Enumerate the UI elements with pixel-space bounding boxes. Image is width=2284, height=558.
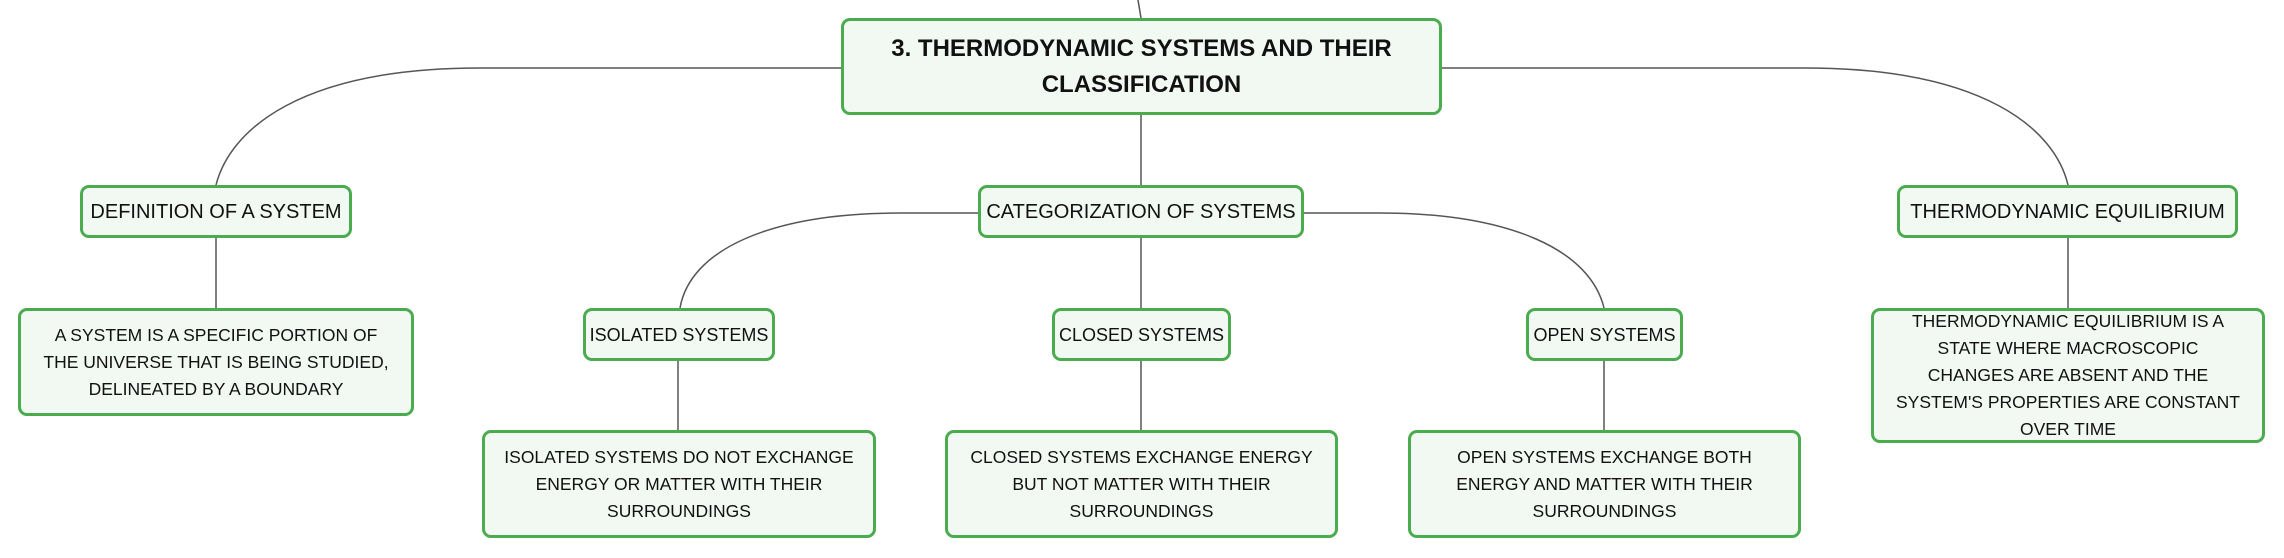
- definition-detail-node[interactable]: A SYSTEM IS A SPECIFIC PORTION OF THE UN…: [18, 308, 414, 416]
- sub-open-label: OPEN SYSTEMS: [1533, 324, 1676, 345]
- open-detail-node[interactable]: OPEN SYSTEMS EXCHANGE BOTH ENERGY AND MA…: [1408, 430, 1801, 538]
- closed-detail-node[interactable]: CLOSED SYSTEMS EXCHANGE ENERGY BUT NOT M…: [945, 430, 1338, 538]
- sub-closed-label: CLOSED SYSTEMS: [1058, 324, 1225, 345]
- connector-root-to-definition: [215, 67, 845, 186]
- branch-definition-node[interactable]: DEFINITION OF A SYSTEM: [80, 185, 352, 238]
- connector-categorization-to-isolated: [679, 212, 980, 309]
- root-topic-label: 3. THERMODYNAMIC SYSTEMS AND THEIR CLASS…: [891, 34, 1392, 98]
- sub-isolated-node[interactable]: ISOLATED SYSTEMS: [583, 308, 775, 361]
- equilibrium-detail-text: THERMODYNAMIC EQUILIBRIUM IS A STATE WHE…: [1895, 311, 2240, 439]
- equilibrium-detail-node[interactable]: THERMODYNAMIC EQUILIBRIUM IS A STATE WHE…: [1871, 308, 2265, 443]
- branch-definition-label: DEFINITION OF A SYSTEM: [90, 200, 342, 223]
- branch-categorization-label: CATEGORIZATION OF SYSTEMS: [986, 200, 1296, 223]
- connector-parent-to-root: [1137, 0, 1142, 19]
- connector-root-to-equilibrium: [1440, 67, 2069, 186]
- open-detail-text: OPEN SYSTEMS EXCHANGE BOTH ENERGY AND MA…: [1456, 446, 1753, 521]
- closed-detail-text: CLOSED SYSTEMS EXCHANGE ENERGY BUT NOT M…: [970, 446, 1313, 521]
- definition-detail-text: A SYSTEM IS A SPECIFIC PORTION OF THE UN…: [43, 324, 389, 399]
- sub-isolated-label: ISOLATED SYSTEMS: [589, 324, 769, 345]
- isolated-detail-node[interactable]: ISOLATED SYSTEMS DO NOT EXCHANGE ENERGY …: [482, 430, 876, 538]
- sub-closed-node[interactable]: CLOSED SYSTEMS: [1052, 308, 1231, 361]
- connector-categorization-to-open: [1302, 212, 1605, 309]
- branch-categorization-node[interactable]: CATEGORIZATION OF SYSTEMS: [978, 185, 1304, 238]
- branch-equilibrium-label: THERMODYNAMIC EQUILIBRIUM: [1910, 200, 2225, 223]
- root-topic-node[interactable]: 3. THERMODYNAMIC SYSTEMS AND THEIR CLASS…: [841, 18, 1442, 115]
- branch-equilibrium-node[interactable]: THERMODYNAMIC EQUILIBRIUM: [1897, 185, 2238, 238]
- sub-open-node[interactable]: OPEN SYSTEMS: [1526, 308, 1683, 361]
- isolated-detail-text: ISOLATED SYSTEMS DO NOT EXCHANGE ENERGY …: [504, 446, 854, 521]
